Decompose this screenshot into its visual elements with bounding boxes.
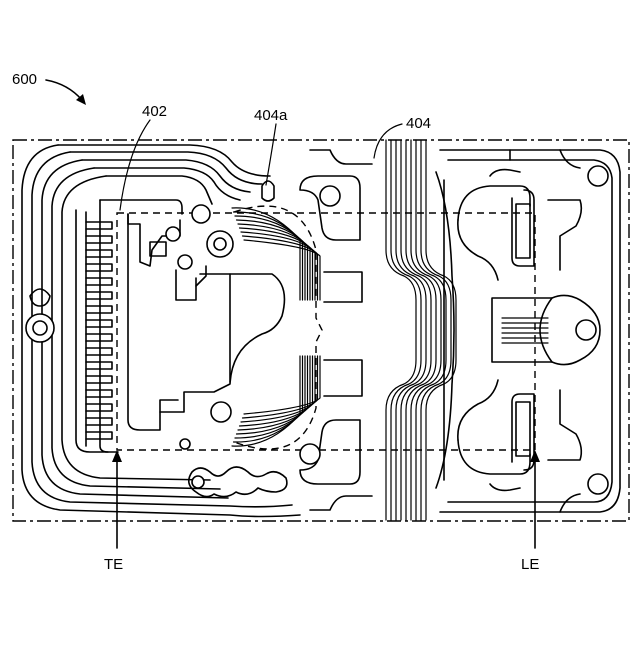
comb-tooth xyxy=(86,348,112,355)
inner-reference-rectangle xyxy=(117,213,535,450)
middle-ports xyxy=(300,150,372,510)
comb-tooth xyxy=(86,222,112,229)
comb-tooth xyxy=(86,334,112,341)
comb-tooth xyxy=(86,418,112,425)
comb-tooth xyxy=(86,250,112,257)
bottom-left-hole xyxy=(192,476,204,488)
ref-te-label: TE xyxy=(104,556,123,573)
fan-channel-upper xyxy=(244,240,320,300)
left-bulge xyxy=(30,289,50,306)
fan-channel-lower xyxy=(232,356,300,446)
fan-channels xyxy=(232,206,322,449)
comb-tooth xyxy=(86,264,112,271)
le-arrowhead xyxy=(530,450,540,462)
ref-402-leader xyxy=(120,120,150,210)
comb-tooth xyxy=(86,292,112,299)
comb-tooth xyxy=(86,320,112,327)
comb-tooth xyxy=(86,362,112,369)
figure-number-label: 600 xyxy=(12,71,37,88)
ref-404-leader xyxy=(374,124,402,158)
ref-402-label: 402 xyxy=(142,103,167,120)
comb-tooth xyxy=(86,390,112,397)
comb-tooth xyxy=(86,376,112,383)
trailing-edge-comb xyxy=(76,200,182,452)
right-region xyxy=(436,150,620,512)
comb-tooth xyxy=(86,432,112,439)
comb-tooth xyxy=(86,236,112,243)
fan-channel-lower xyxy=(240,356,313,426)
comb-tooth xyxy=(86,306,112,313)
ref-le-label: LE xyxy=(521,556,539,573)
fan-channel-upper xyxy=(232,208,300,300)
comb-teeth xyxy=(86,222,112,439)
fan-boundary-dashed xyxy=(234,206,322,449)
comb-tooth xyxy=(86,404,112,411)
left-mount-hole-inner xyxy=(33,321,47,335)
fan-channel-upper xyxy=(234,212,303,300)
fan-channel-upper xyxy=(240,228,313,300)
figure-number-arrow xyxy=(46,80,82,100)
comb-tooth xyxy=(86,278,112,285)
middle-bundle xyxy=(386,140,456,520)
fan-channel-lower xyxy=(238,356,310,430)
ref-404a-label: 404a xyxy=(254,107,288,124)
ref-404-label: 404 xyxy=(406,115,431,132)
ref-404a-loop xyxy=(262,181,274,201)
